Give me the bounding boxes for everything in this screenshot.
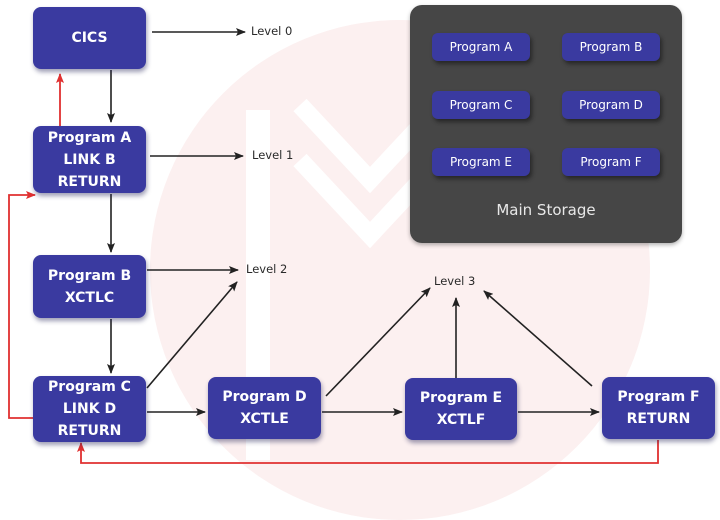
edge-progd-level3 [325, 287, 431, 397]
main-storage-label: Main Storage [496, 201, 596, 219]
return-progc-proga [8, 191, 36, 419]
node-program-a: Program A LINK B RETURN [33, 126, 146, 193]
node-program-b-line2: XCTLC [64, 289, 115, 306]
node-program-a-line2: LINK B [63, 151, 116, 168]
edge-progc-level2 [146, 281, 238, 389]
node-program-f-title: Program F [617, 389, 700, 405]
level-0-label: Level 0 [251, 24, 293, 38]
return-progf-progc [77, 440, 659, 464]
level-3-label: Level 3 [434, 274, 476, 288]
node-program-c: Program C LINK D RETURN [33, 376, 146, 442]
node-program-e-title: Program E [419, 390, 503, 406]
storage-program-e: Program E [432, 148, 530, 176]
node-program-d: Program D XCTLE [208, 377, 321, 439]
node-program-a-line3: RETURN [57, 173, 122, 190]
node-program-b: Program B XCTLC [33, 255, 146, 318]
node-program-e: Program E XCTLF [405, 378, 517, 440]
node-program-d-title: Program D [222, 389, 307, 405]
node-program-b-title: Program B [47, 267, 132, 284]
edge-progf-level3 [483, 290, 593, 387]
storage-program-f: Program F [562, 148, 660, 176]
main-storage-panel: Program A Program B Program C Program D … [410, 5, 682, 243]
storage-program-b: Program B [562, 33, 660, 61]
storage-program-d: Program D [562, 91, 660, 119]
node-program-f-line2: RETURN [626, 411, 691, 427]
node-program-c-line2: LINK D [62, 401, 117, 417]
node-program-c-line3: RETURN [57, 423, 122, 439]
node-program-c-title: Program C [48, 379, 131, 395]
node-cics-label: CICS [71, 30, 108, 46]
storage-program-a: Program A [432, 33, 530, 61]
level-1-label: Level 1 [252, 148, 294, 162]
edges-layer [8, 28, 659, 464]
level-2-label: Level 2 [246, 262, 288, 276]
node-program-d-line2: XCTLE [240, 411, 289, 427]
node-program-e-line2: XCTLF [436, 412, 486, 428]
node-cics: CICS [33, 7, 146, 69]
node-program-f: Program F RETURN [602, 377, 715, 439]
node-program-a-title: Program A [47, 129, 132, 146]
storage-program-c: Program C [432, 91, 530, 119]
